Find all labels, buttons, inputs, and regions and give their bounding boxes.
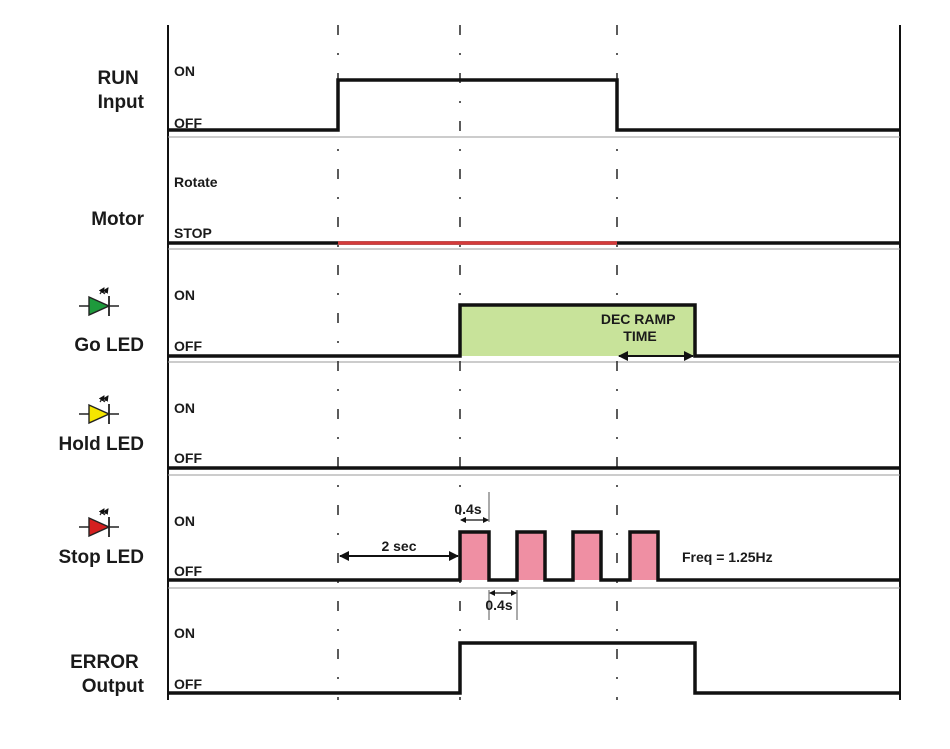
- row-label-motor: Motor: [91, 209, 144, 230]
- state-hold-on: ON: [174, 400, 195, 416]
- green-led-icon: [79, 287, 119, 317]
- time-markers: [337, 25, 618, 700]
- run-input-signal: [168, 78, 900, 132]
- state-run-off: OFF: [174, 115, 202, 131]
- stop-led-signal: [168, 530, 900, 582]
- off-width-label: 0.4s: [485, 597, 512, 613]
- stop-led-pulse-fills: [460, 532, 658, 580]
- row-label-run: RUN Input: [98, 68, 145, 113]
- row-label-error: ERROR Output: [70, 652, 145, 697]
- yellow-led-icon: [79, 395, 119, 425]
- go-led-signal: [168, 303, 900, 358]
- state-motor-rotate: Rotate: [174, 174, 218, 190]
- state-error-off: OFF: [174, 676, 202, 692]
- dec-ramp-label: DEC RAMP TIME: [601, 311, 679, 344]
- go-led-on-fill: [460, 305, 695, 356]
- row-label-go-led: Go LED: [74, 335, 144, 356]
- delay-label: 2 sec: [381, 538, 416, 554]
- state-hold-off: OFF: [174, 450, 202, 466]
- on-width-label: 0.4s: [454, 501, 481, 517]
- state-stop-on: ON: [174, 513, 195, 529]
- row-label-stop-led: Stop LED: [59, 547, 145, 568]
- state-go-off: OFF: [174, 338, 202, 354]
- error-output-signal: [168, 641, 900, 695]
- state-motor-stop: STOP: [174, 225, 212, 241]
- state-error-on: ON: [174, 625, 195, 641]
- frequency-label: Freq = 1.25Hz: [682, 549, 773, 565]
- row-label-hold-led: Hold LED: [59, 434, 145, 455]
- row-separators: [168, 136, 900, 589]
- state-go-on: ON: [174, 287, 195, 303]
- state-run-on: ON: [174, 63, 195, 79]
- state-stop-off: OFF: [174, 563, 202, 579]
- red-led-icon: [79, 508, 119, 538]
